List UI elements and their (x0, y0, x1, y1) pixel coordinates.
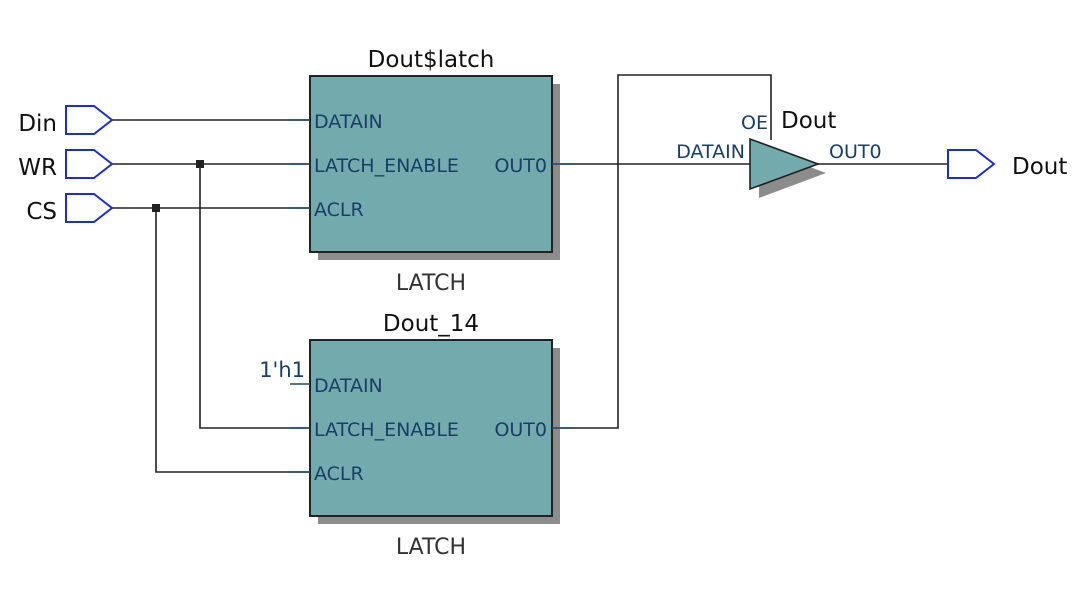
block-type: LATCH (396, 535, 466, 560)
pin-aclr: ACLR (314, 463, 364, 485)
wire-cs-branch (155, 208, 310, 473)
instance-name: Dout$latch (368, 47, 495, 73)
port-symbol (65, 149, 114, 179)
tristate-buffer-dout[interactable]: OE Dout DATAIN OUT0 (676, 108, 882, 198)
pin-latch-enable: LATCH_ENABLE (314, 155, 459, 177)
input-port-wr[interactable]: WR (18, 149, 114, 181)
pin-out0: OUT0 (829, 141, 882, 163)
pin-oe: OE (741, 112, 768, 134)
pin-datain: DATAIN (676, 141, 745, 163)
port-label: Dout (1012, 154, 1067, 180)
buffer-triangle (749, 137, 821, 191)
port-label: Din (18, 111, 57, 137)
wire-latch2-out-to-oe (552, 74, 772, 429)
junction-cs (152, 204, 160, 212)
input-port-din[interactable]: Din (18, 105, 114, 137)
pin-out0: OUT0 (494, 419, 547, 441)
pin-latch-enable: LATCH_ENABLE (314, 419, 459, 441)
port-label: CS (26, 199, 57, 225)
port-label: WR (18, 155, 57, 181)
junction-wr (196, 160, 204, 168)
latch-block-dout-14[interactable]: Dout_14 1'h1 DATAIN LATCH_ENABLE ACLR OU… (259, 311, 572, 560)
input-port-cs[interactable]: CS (26, 193, 114, 225)
port-symbol (65, 105, 114, 135)
pin-datain: DATAIN (314, 111, 383, 133)
instance-name: Dout_14 (383, 311, 479, 337)
port-symbol (65, 193, 114, 223)
wire-wr-branch (199, 164, 310, 429)
latch-block-dout-latch[interactable]: Dout$latch DATAIN LATCH_ENABLE ACLR OUT0… (290, 47, 572, 296)
port-symbol (947, 149, 996, 179)
constant-value: 1'h1 (259, 358, 305, 382)
instance-name: Dout (781, 108, 836, 134)
block-type: LATCH (396, 271, 466, 296)
pin-aclr: ACLR (314, 199, 364, 221)
pin-out0: OUT0 (494, 155, 547, 177)
pin-datain: DATAIN (314, 375, 383, 397)
output-port-dout[interactable]: Dout (947, 149, 1067, 180)
